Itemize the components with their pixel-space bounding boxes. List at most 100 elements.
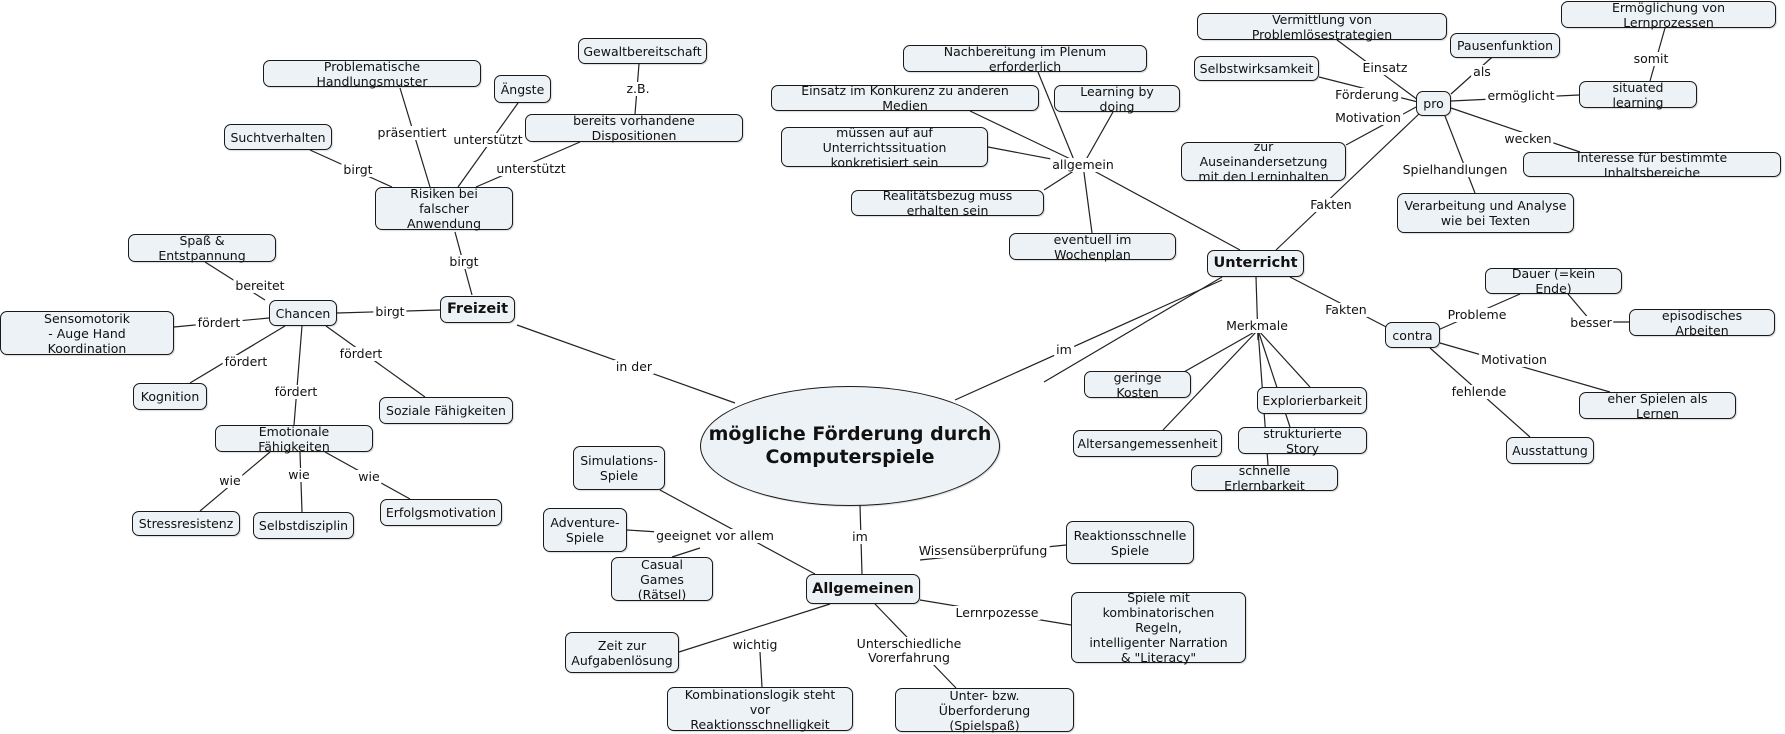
concept-selbstdisziplin[interactable]: Selbstdisziplin bbox=[253, 512, 354, 539]
link-in-der: in der bbox=[613, 359, 655, 374]
concept-vermittlung[interactable]: Vermittlung von Problemlösestrategien bbox=[1197, 12, 1447, 42]
concept-unter-ueberforderung[interactable]: Unter- bzw. Überforderung (Spielspaß) bbox=[895, 688, 1074, 733]
connector-line bbox=[1567, 293, 1591, 321]
concept-stressresistenz[interactable]: Stressresistenz bbox=[132, 511, 240, 536]
concept-realitaetsbezug[interactable]: Realitätsbezug muss erhalten sein bbox=[851, 188, 1044, 218]
link-fehlende: fehlende bbox=[1449, 384, 1509, 399]
concept-simulations-spiele[interactable]: Simulations- Spiele bbox=[573, 446, 665, 490]
link-zb: z.B. bbox=[624, 81, 652, 96]
concept-soziale-faehigkeiten[interactable]: Soziale Fähigkeiten bbox=[379, 397, 513, 424]
link-birgt-risiken: birgt bbox=[447, 254, 481, 269]
link-wissensueberpruefung: Wissensüberprüfung bbox=[916, 543, 1050, 558]
concept-erfolgsmotivation[interactable]: Erfolgsmotivation bbox=[380, 499, 502, 526]
concept-altersangemessenheit[interactable]: Altersangemessenheit bbox=[1073, 430, 1222, 457]
concept-eher-spielen[interactable]: eher Spielen als Lernen bbox=[1579, 391, 1736, 421]
concept-contra[interactable]: contra bbox=[1385, 322, 1440, 348]
concept-nachbereitung[interactable]: Nachbereitung im Plenum erforderlich bbox=[903, 44, 1147, 74]
connector-line bbox=[299, 451, 303, 513]
connector-line bbox=[1162, 329, 1259, 431]
concept-kombinationslogik[interactable]: Kombinationslogik steht vor Reaktionssch… bbox=[667, 687, 853, 732]
link-wie-stress: wie bbox=[217, 473, 243, 488]
link-geeignet: geeignet vor allem bbox=[654, 528, 776, 543]
concept-risiken[interactable]: Risiken bei falscher Anwendung bbox=[375, 186, 513, 231]
concept-pro[interactable]: pro bbox=[1416, 91, 1451, 116]
concept-chancen[interactable]: Chancen bbox=[269, 300, 337, 326]
link-birgt-sucht: birgt bbox=[341, 162, 375, 177]
concept-sensomotorik[interactable]: Sensomotorik - Auge Hand Koordination bbox=[0, 311, 174, 356]
connector-line bbox=[1444, 115, 1476, 194]
root-concept[interactable]: mögliche Förderung durch Computerspiele bbox=[700, 386, 1000, 506]
concept-problematische-handlungsmuster[interactable]: Problematische Handlungsmuster bbox=[263, 59, 481, 89]
connector-line bbox=[325, 325, 426, 398]
link-im-allgemeinen: im bbox=[850, 529, 870, 544]
concept-selbstwirksamkeit[interactable]: Selbstwirksamkeit bbox=[1194, 56, 1319, 81]
link-als: als bbox=[1471, 64, 1493, 79]
concept-geringe-kosten[interactable]: geringe Kosten bbox=[1084, 370, 1191, 400]
concept-aengste[interactable]: Ängste bbox=[494, 75, 551, 103]
concept-emotionale-faehigkeiten[interactable]: Emotionale Fähigkeiten bbox=[215, 424, 373, 454]
concept-ermoeglichung[interactable]: Ermöglichung von Lernprozessen bbox=[1561, 0, 1776, 30]
link-bereitet: bereitet bbox=[233, 278, 287, 293]
link-foerdert-emotional: fördert bbox=[272, 384, 320, 399]
link-unterschiedliche-vorerfahrung: Unterschiedliche Vorerfahrung bbox=[854, 636, 964, 665]
connector-line bbox=[1450, 107, 1581, 153]
concept-interesse[interactable]: Interesse für bestimmte Inhaltsbereiche bbox=[1523, 150, 1781, 180]
connector-line bbox=[969, 110, 1084, 166]
link-foerderung: Förderung bbox=[1333, 87, 1401, 102]
link-ermoeglicht: ermöglicht bbox=[1485, 88, 1557, 103]
concept-auseinandersetzung[interactable]: zur Auseinandersetzung mit den Lerninhal… bbox=[1181, 139, 1346, 184]
concept-dauer[interactable]: Dauer (=kein Ende) bbox=[1485, 266, 1622, 296]
connector-line bbox=[293, 325, 303, 426]
concept-adventure-spiele[interactable]: Adventure- Spiele bbox=[543, 508, 627, 552]
concept-wochenplan[interactable]: eventuell im Wochenplan bbox=[1009, 232, 1176, 262]
link-wie-selbstdisziplin: wie bbox=[286, 467, 312, 482]
concept-spass[interactable]: Spaß & Entstpannung bbox=[128, 233, 276, 263]
link-foerdert-kognition: fördert bbox=[222, 354, 270, 369]
concept-allgemeinen[interactable]: Allgemeinen bbox=[806, 574, 920, 604]
link-einsatz: Einsatz bbox=[1360, 60, 1410, 75]
connector-line bbox=[1275, 112, 1421, 251]
link-merkmale: Merkmale bbox=[1224, 318, 1290, 333]
connector-line bbox=[189, 325, 286, 384]
link-unterstuetzt-dispositionen: unterstützt bbox=[494, 161, 568, 176]
link-motivation-pro: Motivation bbox=[1333, 110, 1403, 125]
link-wecken: wecken bbox=[1502, 131, 1554, 146]
link-birgt-chancen: birgt bbox=[373, 304, 407, 319]
link-wichtig: wichtig bbox=[730, 637, 780, 652]
connector-line bbox=[954, 279, 1223, 401]
link-spielhandlungen: Spielhandlungen bbox=[1400, 162, 1510, 177]
link-foerdert-senso: fördert bbox=[195, 315, 243, 330]
connector-line bbox=[1082, 111, 1114, 166]
concept-muessen-konkretisiert[interactable]: müssen auf auf Unterrichtssituation konk… bbox=[781, 125, 988, 170]
concept-ausstattung[interactable]: Ausstattung bbox=[1506, 437, 1594, 464]
link-probleme: Probleme bbox=[1445, 307, 1509, 322]
link-allgemein: allgemein bbox=[1050, 157, 1116, 172]
concept-pausenfunktion[interactable]: Pausenfunktion bbox=[1450, 33, 1560, 58]
link-fakten-contra: Fakten bbox=[1323, 302, 1369, 317]
concept-einsatz-medien[interactable]: Einsatz im Konkurenz zu anderen Medien bbox=[771, 83, 1039, 113]
concept-dispositionen[interactable]: bereits vorhandene Dispositionen bbox=[525, 113, 743, 143]
link-besser: besser bbox=[1568, 315, 1614, 330]
concept-schnelle-erlernbarkeit[interactable]: schnelle Erlernbarkeit bbox=[1191, 463, 1338, 493]
concept-zeit-aufgabenloesung[interactable]: Zeit zur Aufgabenlösung bbox=[565, 632, 679, 673]
concept-freizeit[interactable]: Freizeit bbox=[440, 296, 515, 323]
concept-kombinatorische-regeln[interactable]: Spiele mit kombinatorischen Regeln, inte… bbox=[1071, 590, 1246, 665]
concept-unterricht[interactable]: Unterricht bbox=[1207, 250, 1304, 277]
link-somit: somit bbox=[1631, 51, 1671, 66]
link-im-unterricht: im bbox=[1054, 342, 1074, 357]
concept-situated-learning[interactable]: situated learning bbox=[1579, 80, 1697, 110]
connector-line bbox=[1345, 105, 1419, 146]
concept-casual-games[interactable]: Casual Games (Rätsel) bbox=[611, 557, 713, 602]
concept-learning-by-doing[interactable]: Learning by doing bbox=[1054, 84, 1180, 114]
concept-suchtverhalten[interactable]: Suchtverhalten bbox=[224, 124, 332, 150]
concept-reaktionsschnelle-spiele[interactable]: Reaktionsschnelle Spiele bbox=[1066, 521, 1194, 564]
concept-explorierbarkeit[interactable]: Explorierbarkeit bbox=[1257, 387, 1367, 414]
connector-line bbox=[1257, 329, 1311, 388]
concept-strukturierte-story[interactable]: strukturierte Story bbox=[1238, 426, 1367, 456]
concept-episodisch[interactable]: episodisches Arbeiten bbox=[1629, 308, 1775, 338]
concept-verarbeitung[interactable]: Verarbeitung und Analyse wie bei Texten bbox=[1397, 193, 1574, 233]
link-motivation-contra: Motivation bbox=[1479, 352, 1549, 367]
connector-line bbox=[678, 603, 831, 653]
concept-gewaltbereitschaft[interactable]: Gewaltbereitschaft bbox=[578, 38, 707, 64]
concept-kognition[interactable]: Kognition bbox=[133, 383, 207, 410]
